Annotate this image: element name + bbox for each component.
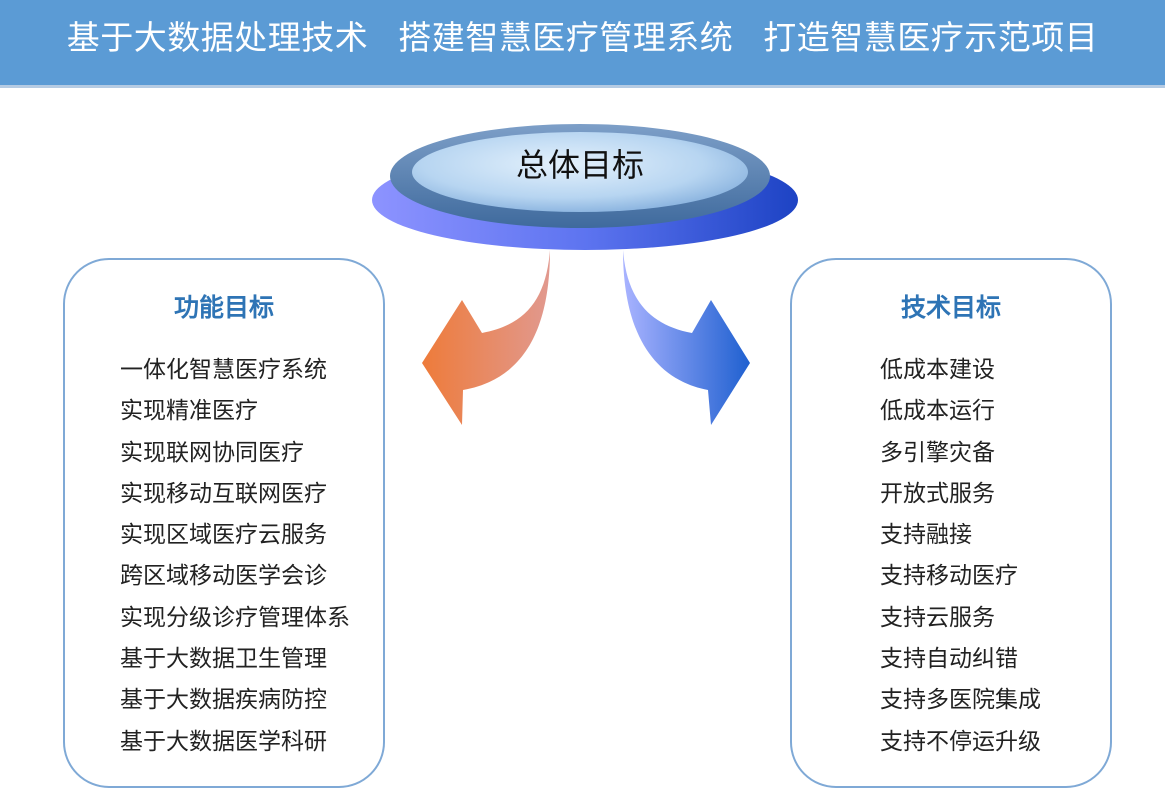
list-item: 低成本建设 — [880, 357, 995, 383]
technical-goals-panel: 技术目标 低成本建设 低成本运行 多引擎灾备 开放式服务 支持融接 支持移动医疗… — [790, 258, 1112, 788]
list-item: 一体化智慧医疗系统 — [120, 357, 327, 383]
technical-goals-list: 低成本建设 低成本运行 多引擎灾备 开放式服务 支持融接 支持移动医疗 支持云服… — [880, 350, 1041, 763]
list-item: 支持移动医疗 — [880, 563, 1018, 590]
functional-goals-list: 一体化智慧医疗系统 实现精准医疗 实现联网协同医疗 实现移动互联网医疗 实现区域… — [120, 350, 350, 763]
list-item: 开放式服务 — [880, 480, 995, 507]
list-item: 基于大数据疾病防控 — [120, 687, 327, 714]
header-banner: 基于大数据处理技术搭建智慧医疗管理系统打造智慧医疗示范项目 — [0, 0, 1165, 88]
center-goal-label: 总体目标 — [515, 146, 644, 184]
list-item: 支持不停运升级 — [880, 728, 1041, 755]
list-item: 实现联网协同医疗 — [120, 439, 304, 466]
list-item: 低成本运行 — [880, 398, 995, 425]
left-arrow-icon — [422, 250, 550, 425]
header-phrase-1: 基于大数据处理技术 — [66, 18, 369, 57]
branch-arrows — [422, 250, 750, 425]
technical-goals-title: 技术目标 — [900, 293, 1001, 322]
header-title: 基于大数据处理技术搭建智慧医疗管理系统打造智慧医疗示范项目 — [0, 12, 1165, 64]
center-goal-ellipse — [372, 124, 798, 250]
header-phrase-2: 搭建智慧医疗管理系统 — [398, 18, 734, 57]
list-item: 实现分级诊疗管理体系 — [120, 604, 350, 631]
list-item: 实现移动互联网医疗 — [120, 480, 327, 507]
right-arrow-icon — [623, 250, 750, 425]
list-item: 支持融接 — [880, 522, 972, 549]
list-item: 支持多医院集成 — [880, 687, 1041, 714]
header-phrase-3: 打造智慧医疗示范项目 — [763, 18, 1099, 57]
list-item: 支持自动纠错 — [880, 646, 1018, 673]
list-item: 支持云服务 — [880, 604, 995, 631]
list-item: 基于大数据医学科研 — [120, 728, 327, 755]
list-item: 多引擎灾备 — [880, 439, 995, 466]
list-item: 实现精准医疗 — [120, 398, 258, 425]
functional-goals-title: 功能目标 — [173, 293, 274, 322]
list-item: 实现区域医疗云服务 — [120, 522, 327, 549]
functional-goals-panel: 功能目标 一体化智慧医疗系统 实现精准医疗 实现联网协同医疗 实现移动互联网医疗… — [63, 258, 385, 788]
list-item: 基于大数据卫生管理 — [120, 646, 327, 673]
list-item: 跨区域移动医学会诊 — [120, 563, 327, 590]
